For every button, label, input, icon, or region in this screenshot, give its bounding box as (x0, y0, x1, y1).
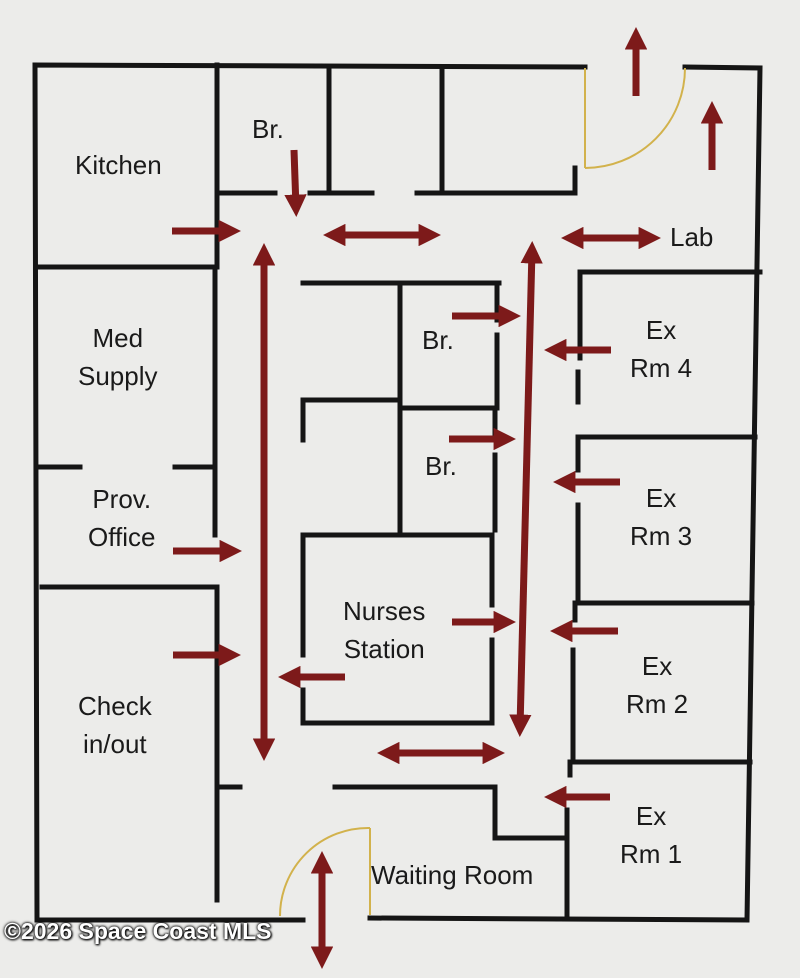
exam-1-line-1: Ex (635, 801, 667, 831)
room-label-nurses-station: Nurses Station (343, 592, 425, 668)
room-label-waiting-room: Waiting Room (371, 856, 533, 894)
exam-1-line-2: Rm 1 (620, 839, 683, 869)
med-supply-line-2: Supply (78, 361, 158, 391)
exam-3-line-2: Rm 3 (630, 521, 693, 551)
room-label-prov-office: Prov. Office (88, 480, 155, 556)
break-top-text: Br. (252, 114, 284, 144)
arrow-break-top (284, 149, 307, 217)
break-1-text: Br. (422, 325, 454, 355)
flow-arrows (172, 27, 724, 969)
exam-4-line-1: Ex (645, 315, 677, 345)
kitchen-text: Kitchen (75, 150, 162, 180)
break-2-text: Br. (425, 451, 457, 481)
check-in-out-line-2: in/out (83, 729, 147, 759)
room-label-break-2: Br. (425, 447, 457, 485)
wall-waiting-top (332, 784, 570, 841)
room-label-med-supply: Med Supply (78, 319, 158, 395)
arrow-right-corridor (509, 241, 543, 737)
room-label-check-in-out: Check in/out (78, 687, 152, 763)
room-label-exam-4: Ex Rm 4 (630, 311, 692, 387)
exam-3-line-1: Ex (645, 483, 677, 513)
nurses-station-line-2: Station (343, 634, 425, 664)
outer-wall-right (367, 64, 763, 923)
doors (279, 67, 686, 917)
walls (32, 62, 763, 923)
room-label-break-top: Br. (252, 110, 284, 148)
prov-office-line-2: Office (88, 522, 156, 552)
nurses-station-line-1: Nurses (343, 596, 426, 626)
entry-door (279, 826, 371, 917)
room-label-exam-1: Ex Rm 1 (620, 797, 682, 873)
room-label-exam-3: Ex Rm 3 (630, 479, 692, 555)
outer-wall (32, 62, 588, 923)
check-in-out-line-1: Check (78, 691, 152, 721)
emergency-exit-door (584, 67, 686, 169)
waiting-room-text: Waiting Room (371, 860, 534, 890)
copyright-watermark: ©2026 Space Coast MLS (4, 918, 272, 944)
room-label-kitchen: Kitchen (75, 146, 162, 184)
room-label-exam-2: Ex Rm 2 (626, 647, 688, 723)
exam-2-line-1: Ex (641, 651, 673, 681)
lab-text: Lab (670, 222, 714, 252)
exam-4-line-2: Rm 4 (630, 353, 693, 383)
room-label-lab: Lab (670, 218, 713, 256)
med-supply-line-1: Med (92, 323, 144, 353)
exam-2-line-2: Rm 2 (626, 689, 689, 719)
prov-office-line-1: Prov. (92, 484, 152, 514)
room-label-break-1: Br. (422, 321, 454, 359)
